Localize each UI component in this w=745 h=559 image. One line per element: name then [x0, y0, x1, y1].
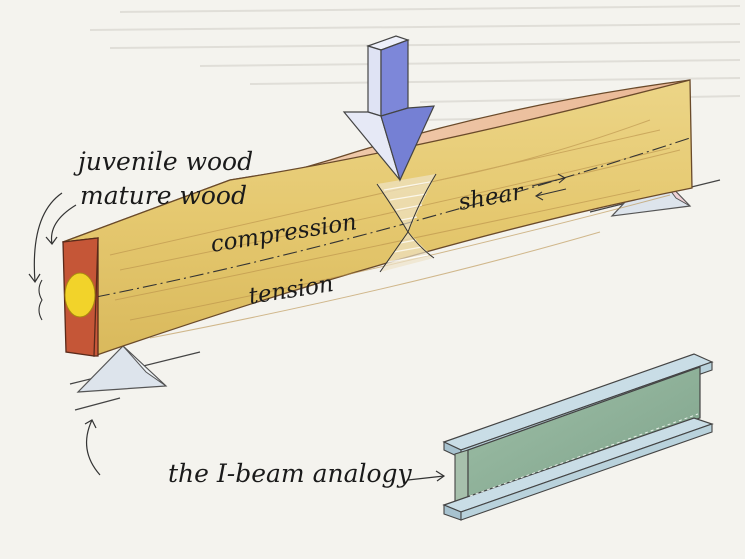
double-arrow-icon: [531, 173, 567, 201]
stress-zone: [377, 174, 436, 272]
stress-zone-outline: [376, 173, 437, 273]
neutral-axis: [95, 137, 691, 298]
down-arrow-icon: [342, 35, 435, 182]
juvenile-wood-label: juvenile wood: [73, 147, 253, 176]
beam-end-face: [62, 237, 99, 357]
pointer-arrows: [28, 192, 446, 482]
i-beam-icon: [442, 353, 714, 521]
mature-wood-label: mature wood: [80, 181, 247, 210]
i-beam-analogy-label: the I-beam analogy: [168, 459, 413, 488]
juvenile-core: [64, 272, 96, 318]
beam-side-face: [62, 79, 693, 357]
left-support: [69, 345, 201, 411]
